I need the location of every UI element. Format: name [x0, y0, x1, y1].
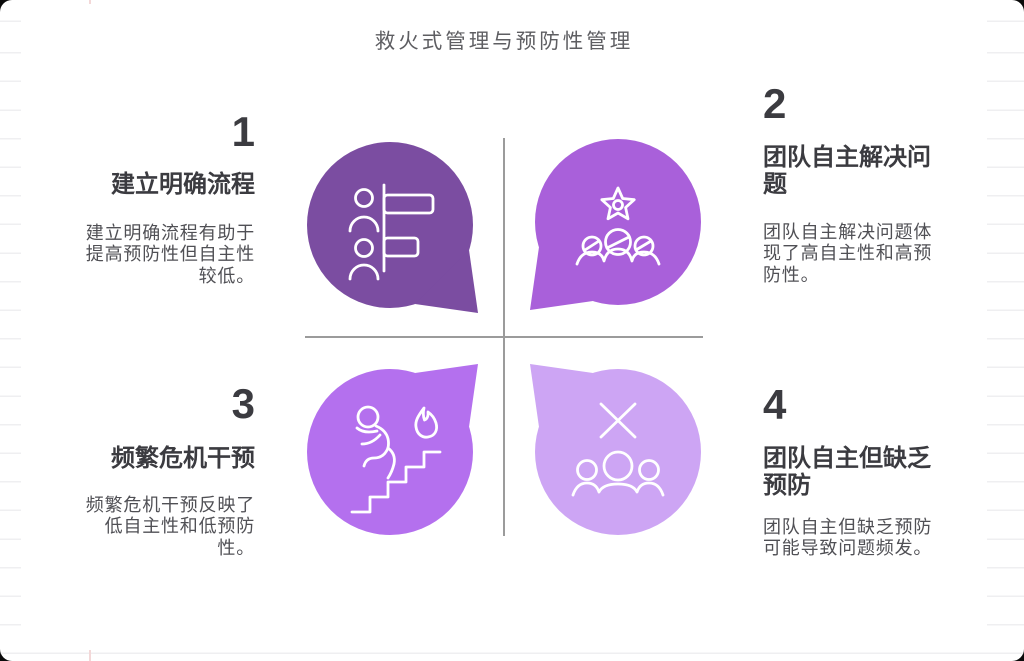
- people-task-bars-icon: [348, 183, 435, 281]
- quadrant-1-heading: 建立明确流程: [111, 171, 255, 198]
- page-title: 救火式管理与预防性管理: [374, 30, 634, 53]
- speech-bubble-4: [523, 357, 713, 547]
- quadrant-3-heading: 频繁危机干预: [111, 445, 255, 472]
- runner-stairs-flame-icon: [350, 405, 442, 514]
- quadrant-2-number: 2: [763, 80, 787, 127]
- quadrant-3-number: 3: [231, 380, 255, 427]
- speech-bubble-3-shape: [307, 364, 478, 535]
- quadrant-2-body: 团队自主解决问题体现了高自主性和高预防性。: [763, 222, 933, 285]
- team-cross-icon: [571, 402, 665, 497]
- quadrant-4-body: 团队自主但缺乏预防可能导致问题频发。: [763, 517, 933, 559]
- speech-bubble-4-shape: [530, 364, 701, 535]
- quadrant-3-body: 频繁危机干预反映了低自主性和低预防性。: [85, 495, 255, 558]
- quadrant-1-body: 建立明确流程有助于提高预防性但自主性较低。: [85, 223, 255, 286]
- team-gear-icon: [575, 186, 661, 266]
- speech-bubble-2-shape: [530, 139, 701, 310]
- speech-bubble-2: [523, 127, 713, 317]
- quadrant-4-number: 4: [763, 381, 787, 428]
- quadrant-1-number: 1: [231, 108, 255, 155]
- speech-bubble-1: [295, 130, 485, 320]
- speech-bubble-1-shape: [307, 142, 478, 313]
- quadrant-4-heading: 团队自主但缺乏预防: [763, 445, 931, 499]
- quadrant-divider-horizontal: [305, 336, 703, 338]
- speech-bubble-3: [295, 357, 485, 547]
- quadrant-2-heading: 团队自主解决问题: [763, 144, 931, 198]
